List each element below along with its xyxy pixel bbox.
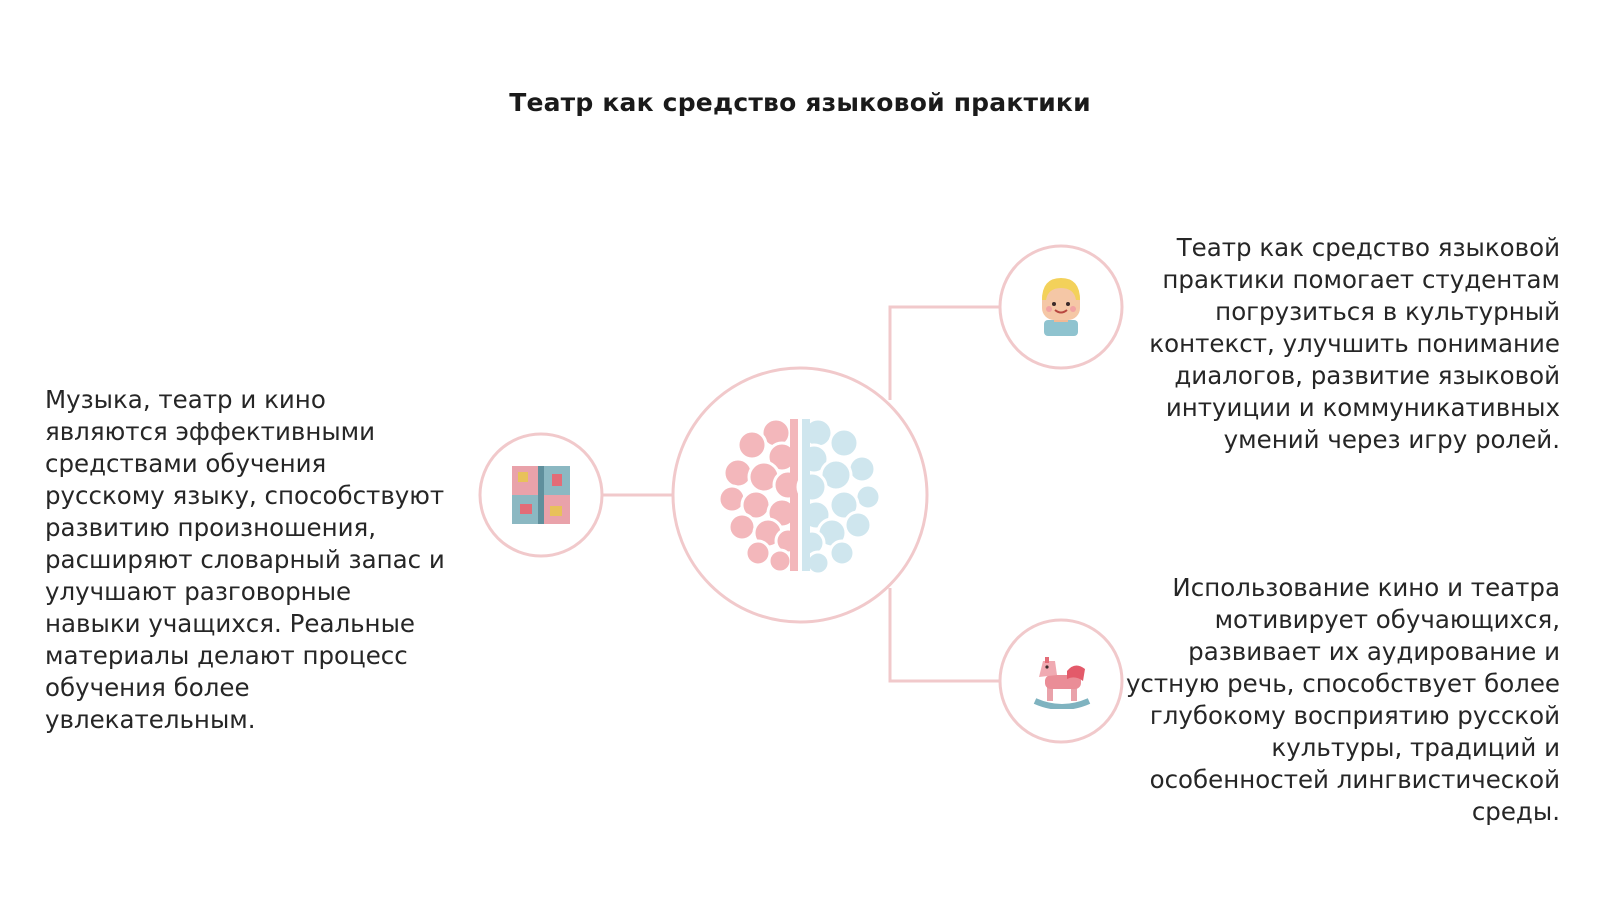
brain-icon: [718, 415, 882, 575]
text-block-left: Музыка, театр и кино являются эффективны…: [45, 385, 445, 734]
connector-right-top: [888, 305, 1000, 400]
page-title: Театр как средство языковой практики: [509, 88, 1091, 117]
text-block-right-top: Театр как средство языковой практики пом…: [1149, 233, 1560, 454]
rocking-horse-icon: [1033, 657, 1091, 709]
puzzle-blocks-icon: [512, 466, 570, 524]
connector-right-bottom: [888, 588, 1000, 683]
child-face-icon: [1042, 278, 1080, 336]
text-block-right-bottom: Использование кино и театра мотивирует о…: [1125, 573, 1560, 826]
